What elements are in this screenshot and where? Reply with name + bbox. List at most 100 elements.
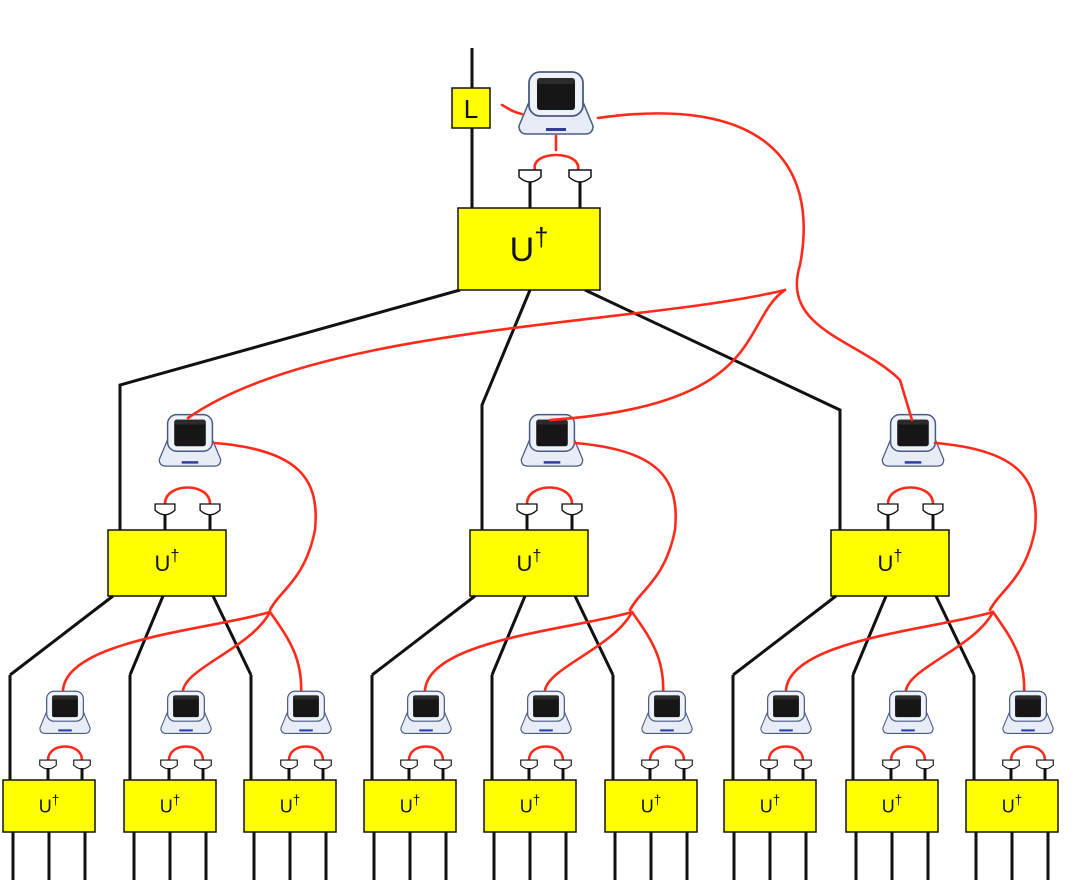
classical-wire-left-child — [784, 610, 995, 697]
classical-wire-left-child — [423, 610, 634, 697]
measurement-icon — [916, 759, 934, 770]
middle-stage: U†U†U† — [8, 413, 1037, 785]
dagger-superscript: † — [773, 792, 781, 807]
measurement-icon — [1036, 759, 1054, 770]
unitary-gate-middle: U† — [830, 529, 950, 597]
unitary-letter: U — [1002, 796, 1015, 816]
measurement-icon — [520, 759, 538, 770]
dagger-superscript: † — [413, 792, 421, 807]
measurement-icon — [641, 759, 659, 770]
computer-icon — [1002, 690, 1054, 735]
measurement-icon — [73, 759, 91, 770]
classical-wire-top-to-right — [596, 112, 914, 422]
classical-pair-link — [407, 745, 445, 762]
unitary-letter: U — [154, 551, 170, 576]
classical-wire-right-child — [630, 610, 665, 697]
classical-wire-right-child — [268, 610, 303, 697]
measurement-icon — [516, 503, 538, 516]
classical-wire-middle-child — [181, 610, 272, 697]
unitary-label: U† — [516, 547, 541, 576]
unitary-label: U† — [280, 792, 301, 816]
unitary-letter: U — [760, 796, 773, 816]
computer-icon — [882, 690, 934, 735]
unitary-gate-top: U† — [457, 207, 601, 291]
dagger-superscript: † — [534, 224, 548, 252]
classical-wires — [186, 103, 914, 422]
unitary-label: U† — [760, 792, 781, 816]
dagger-superscript: † — [654, 792, 662, 807]
unitary-label: U† — [39, 792, 60, 816]
measurement-icon — [400, 759, 418, 770]
computer-icon — [760, 690, 812, 735]
classical-pair-link — [533, 153, 580, 172]
dagger-superscript: † — [893, 547, 902, 565]
measurement-icon — [675, 759, 693, 770]
classical-pair-link — [46, 745, 84, 762]
measurement-icon — [160, 759, 178, 770]
dagger-superscript: † — [533, 792, 541, 807]
measurement-icon — [199, 503, 221, 516]
level-gate-label: L — [464, 94, 478, 124]
computer-icon — [641, 690, 693, 735]
classical-wire-middle-child — [904, 610, 995, 697]
measurement-icon — [39, 759, 57, 770]
classical-pair-link — [1009, 745, 1047, 762]
quantum-wire — [371, 594, 476, 677]
top-stage: L U† — [451, 71, 601, 291]
dagger-superscript: † — [532, 547, 541, 565]
classical-wire-descend — [573, 441, 677, 612]
unitary-label: U† — [160, 792, 181, 816]
dagger-superscript: † — [52, 792, 60, 807]
classical-wire-right-child — [991, 610, 1026, 697]
measurement-icon — [1002, 759, 1020, 770]
measurement-icon — [760, 759, 778, 770]
unitary-gate-bottom: U† — [723, 779, 817, 833]
dagger-superscript: † — [895, 792, 903, 807]
computer-icon — [518, 71, 594, 135]
quantum-wire — [490, 595, 527, 676]
classical-pair-link — [287, 745, 325, 762]
unitary-gate-middle: U† — [107, 529, 227, 597]
unitary-gate-bottom: U† — [363, 779, 457, 833]
measurement-icon — [194, 759, 212, 770]
unitary-gate-bottom: U† — [123, 779, 217, 833]
unitary-label: U† — [877, 547, 902, 576]
unitary-letter: U — [39, 796, 52, 816]
unitary-letter: U — [280, 796, 293, 816]
classical-pair-link — [767, 745, 805, 762]
measurement-icon — [154, 503, 176, 516]
classical-pair-link — [527, 745, 565, 762]
computer-icon — [881, 413, 945, 467]
dagger-superscript: † — [293, 792, 301, 807]
classical-pair-link — [525, 486, 574, 506]
unitary-label: U† — [400, 792, 421, 816]
unitary-gate-bottom: U† — [243, 779, 337, 833]
computer-icon — [160, 690, 212, 735]
quantum-wire — [211, 595, 253, 676]
unitary-letter: U — [877, 551, 893, 576]
unitary-letter: U — [882, 796, 895, 816]
quantum-wire — [9, 594, 114, 677]
quantum-wire — [573, 595, 615, 676]
computer-icon — [400, 690, 452, 735]
quantum-wire — [732, 594, 837, 677]
computer-icon — [520, 413, 584, 467]
computer-icon — [158, 413, 222, 467]
classical-wire-left-child — [61, 610, 272, 697]
computer-icon — [39, 690, 91, 735]
measurement-icon — [314, 759, 332, 770]
unitary-letter: U — [516, 551, 532, 576]
classical-wire-descend — [933, 441, 1037, 612]
unitary-letter: U — [400, 796, 413, 816]
unitary-letter: U — [641, 796, 654, 816]
unitary-gate-bottom: U† — [845, 779, 939, 833]
measurement-icon — [882, 759, 900, 770]
quantum-wire — [851, 595, 888, 676]
dagger-superscript: † — [170, 547, 179, 565]
unitary-label: U† — [882, 792, 903, 816]
unitary-letter: U — [510, 231, 535, 269]
computer-icon — [520, 690, 572, 735]
unitary-gate-bottom: U† — [965, 779, 1059, 833]
classical-wire-top-to-level-gate — [500, 103, 524, 116]
